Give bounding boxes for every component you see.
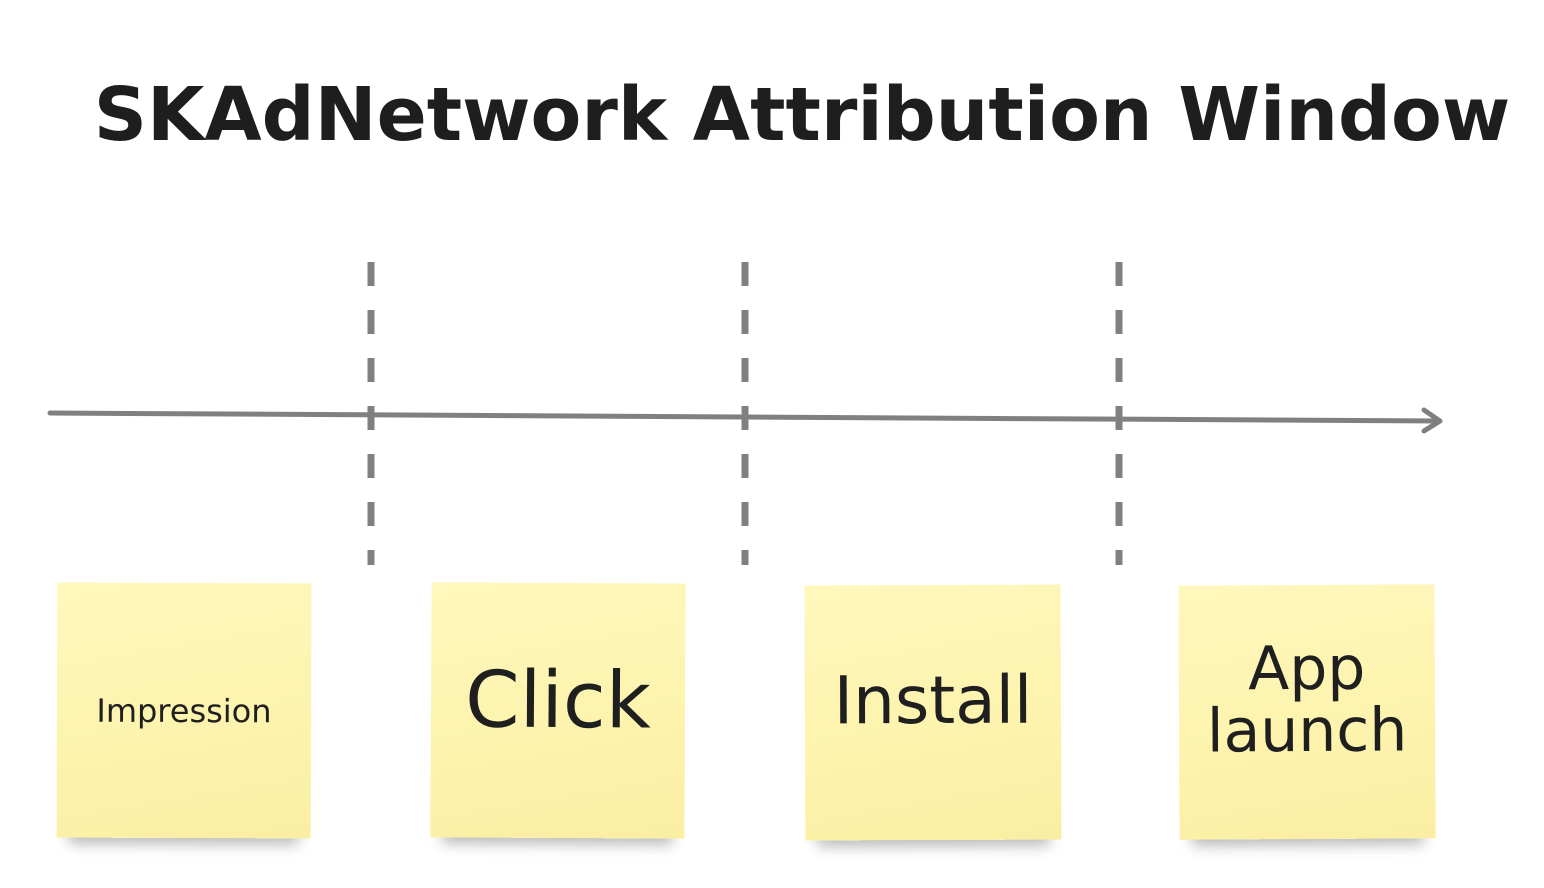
sticky-note-click: Click: [430, 582, 686, 839]
timeline-line: [47, 410, 1441, 424]
timeline-arrow: [47, 407, 1443, 434]
note-label: Install: [833, 661, 1033, 740]
note-label: Impression: [96, 691, 272, 730]
arrowhead-icon: [1421, 407, 1443, 434]
sticky-note-app-launch: App launch: [1178, 584, 1436, 840]
diagram-title: SKAdNetwork Attribution Window: [93, 72, 1511, 158]
sticky-note-install: Install: [804, 584, 1062, 841]
note-label: Click: [464, 655, 652, 746]
sticky-note-impression: Impression: [56, 582, 312, 839]
note-label: App launch: [1206, 633, 1408, 767]
